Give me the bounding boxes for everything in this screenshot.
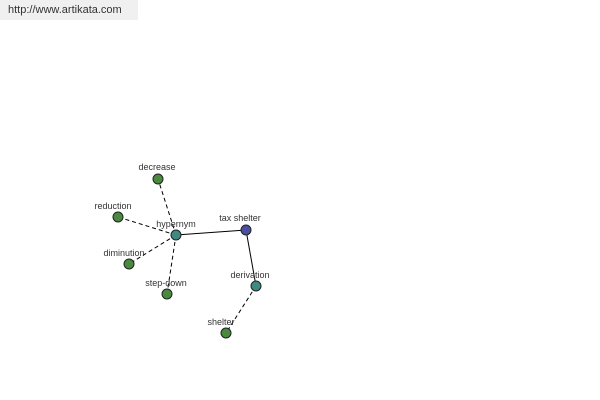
node-label-step-down: step-down bbox=[145, 278, 187, 288]
node-tax-shelter[interactable] bbox=[240, 224, 252, 236]
node-label-decrease: decrease bbox=[138, 162, 175, 172]
edge-tax-shelter-hypernym bbox=[175, 229, 247, 236]
node-label-derivation: derivation bbox=[230, 270, 269, 280]
edge-hypernym-reduction bbox=[117, 216, 177, 236]
edge-tax-shelter-derivation bbox=[245, 229, 257, 287]
node-step-down[interactable] bbox=[161, 288, 173, 300]
graph-edges bbox=[117, 178, 257, 334]
edge-derivation-shelter bbox=[225, 285, 257, 334]
node-decrease[interactable] bbox=[152, 173, 164, 185]
site-url[interactable]: http://www.artikata.com bbox=[8, 4, 122, 16]
node-label-hypernym: hypernym bbox=[156, 219, 196, 229]
node-reduction[interactable] bbox=[112, 211, 124, 223]
url-bar: http://www.artikata.com bbox=[0, 0, 138, 20]
node-derivation[interactable] bbox=[250, 280, 262, 292]
graph-nodes bbox=[112, 173, 262, 339]
graph-labels: tax shelter hypernym derivation decrease red… bbox=[94, 162, 269, 327]
edge-hypernym-step-down bbox=[166, 234, 177, 295]
node-label-diminution: diminution bbox=[103, 248, 144, 258]
node-shelter[interactable] bbox=[220, 327, 232, 339]
node-hypernym[interactable] bbox=[170, 229, 182, 241]
node-label-tax-shelter: tax shelter bbox=[219, 213, 261, 223]
node-diminution[interactable] bbox=[123, 258, 135, 270]
node-label-shelter: shelter bbox=[207, 317, 234, 327]
edge-hypernym-diminution bbox=[128, 234, 177, 265]
node-label-reduction: reduction bbox=[94, 201, 131, 211]
edge-hypernym-decrease bbox=[157, 178, 177, 236]
